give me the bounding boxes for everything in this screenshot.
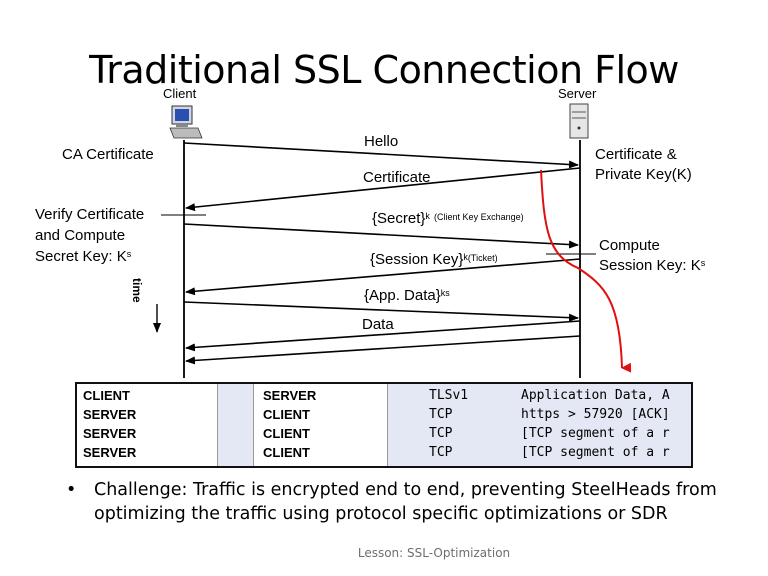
table-cell-source: SERVER: [83, 445, 137, 460]
session-key-label: Session Key: Ks: [599, 257, 706, 274]
ca-certificate-label: CA Certificate: [62, 146, 154, 163]
table-cell-protocol: TCP: [429, 407, 453, 422]
server-label: Server: [558, 86, 597, 101]
table-cell-source: SERVER: [83, 426, 137, 441]
table-column-shade: [217, 384, 253, 466]
table-cell-info: https > 57920 [ACK]: [521, 407, 670, 422]
hello-arrow: [183, 142, 579, 169]
secret-key-label: Secret Key: Ks: [35, 248, 132, 265]
table-row[interactable]: SERVER CLIENT TCP [TCP segment of a r: [77, 444, 691, 462]
verify-certificate-label: Verify Certificate: [35, 206, 145, 223]
data-arrow-2: [185, 335, 581, 365]
table-cell-protocol: TCP: [429, 426, 453, 441]
session-key-arrow: [185, 258, 581, 296]
hello-message-label: Hello: [364, 133, 399, 150]
table-column-shade: [387, 384, 691, 466]
bullet-line-2: optimizing the traffic using protocol sp…: [94, 504, 668, 524]
compute-label: and Compute: [35, 227, 126, 244]
server-icon: [569, 103, 589, 139]
table-cell-destination: SERVER: [263, 388, 317, 403]
table-cell-protocol: TCP: [429, 445, 453, 460]
table-row[interactable]: CLIENT SERVER TLSv1 Application Data, A: [77, 387, 691, 405]
secret-message-label: {Secret}k (Client Key Exchange): [372, 210, 524, 227]
app-data-arrow: [183, 301, 579, 322]
table-cell-protocol: TLSv1: [429, 388, 469, 403]
table-cell-info: [TCP segment of a r: [521, 445, 670, 460]
secret-arrow: [183, 223, 579, 249]
compute-session-label: Compute: [599, 237, 660, 254]
session-key-message-label: {Session Key}k(Ticket): [370, 251, 498, 268]
client-label: Client: [163, 86, 197, 101]
slide-title: Traditional SSL Connection Flow: [89, 48, 679, 92]
packet-capture-table: CLIENT SERVER TLSv1 Application Data, A …: [75, 382, 693, 468]
data-message-label: Data: [362, 316, 394, 333]
app-data-message-label: {App. Data}ks: [364, 287, 450, 304]
table-cell-info: [TCP segment of a r: [521, 426, 670, 441]
table-row[interactable]: SERVER CLIENT TCP [TCP segment of a r: [77, 425, 691, 443]
bullet-dot-icon: •: [66, 480, 77, 500]
table-cell-source: SERVER: [83, 407, 137, 422]
certificate-arrow: [185, 167, 581, 212]
highlight-curve: [540, 169, 632, 373]
certificate-private-key-label: Certificate &: [595, 146, 677, 163]
bullet-line-1: Challenge: Traffic is encrypted end to e…: [94, 480, 717, 500]
table-cell-destination: CLIENT: [263, 426, 310, 441]
table-cell-info: Application Data, A: [521, 388, 670, 403]
client-computer-icon: [169, 105, 203, 139]
table-cell-destination: CLIENT: [263, 445, 310, 460]
data-arrow-1: [185, 320, 581, 352]
lesson-footer: Lesson: SSL-Optimization: [357, 546, 511, 560]
certificate-message-label: Certificate: [363, 169, 431, 186]
table-cell-destination: CLIENT: [263, 407, 310, 422]
private-key-label: Private Key(K): [595, 166, 692, 183]
table-row[interactable]: SERVER CLIENT TCP https > 57920 [ACK]: [77, 406, 691, 424]
time-label: time: [130, 278, 144, 303]
table-cell-source: CLIENT: [83, 388, 130, 403]
